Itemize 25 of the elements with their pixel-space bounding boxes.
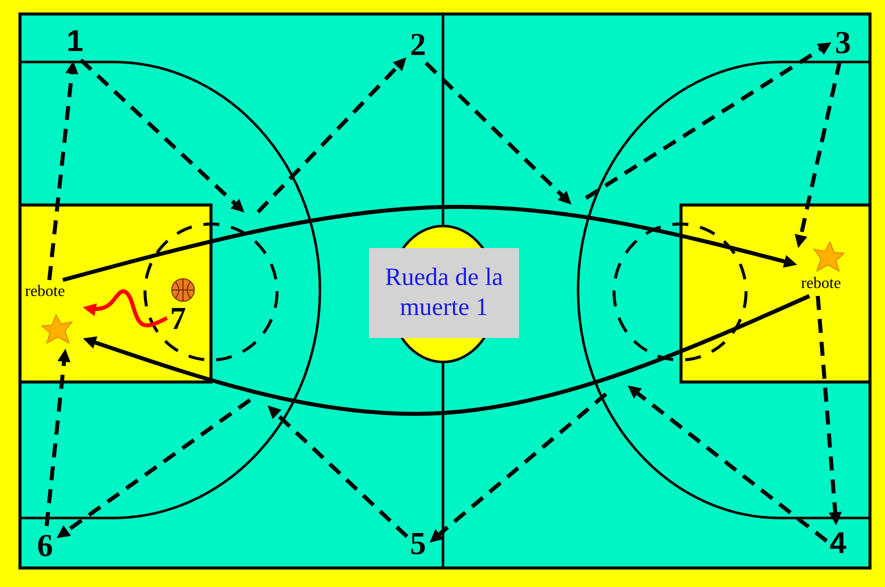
dashed-arrow <box>79 58 244 212</box>
dashed-arrow <box>44 348 70 526</box>
curved-arrow <box>62 204 798 282</box>
player-number: 4 <box>830 529 846 559</box>
player-number: 6 <box>37 529 53 561</box>
rebound-label: rebote <box>801 275 841 292</box>
dashed-arrow <box>268 406 408 538</box>
player-number: 3 <box>835 26 851 58</box>
player-number: 5 <box>410 527 426 559</box>
dashed-arrow <box>628 386 828 543</box>
player-number: 2 <box>410 28 426 60</box>
dashed-arrow <box>584 42 832 200</box>
drill-title: Rueda de la muerte 1 <box>369 248 519 338</box>
player-number: 1 <box>66 27 84 57</box>
rebound-label: rebote <box>25 283 65 300</box>
player-number: 7 <box>170 302 186 334</box>
dashed-arrow <box>794 60 842 248</box>
dashed-arrow <box>56 398 252 538</box>
wavy-arrow <box>82 289 168 328</box>
dashed-arrow <box>430 392 608 542</box>
dashed-arrow <box>816 296 842 526</box>
dashed-arrow <box>256 57 406 214</box>
curved-arrow <box>82 294 810 416</box>
dashed-arrow <box>47 60 78 280</box>
dashed-arrow <box>424 62 572 204</box>
